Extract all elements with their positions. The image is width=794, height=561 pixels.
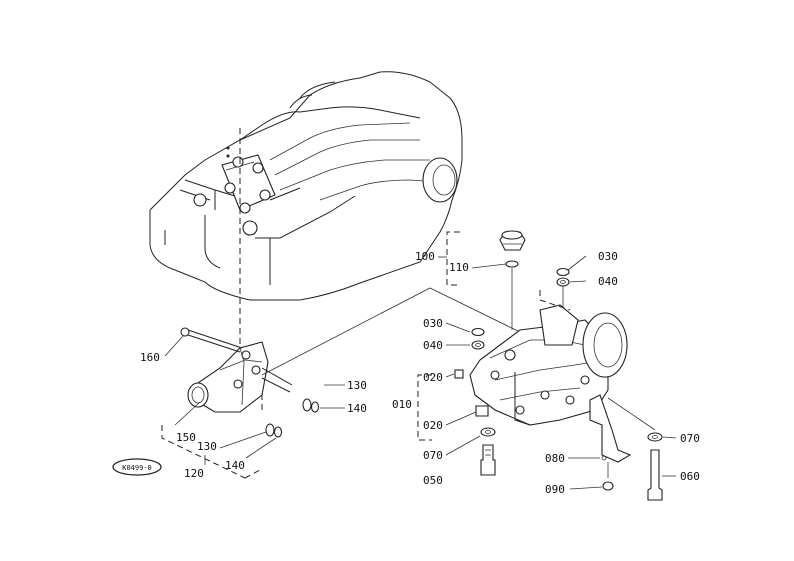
- plugs-020: [454, 369, 489, 417]
- callout-130-left: 130: [197, 440, 217, 453]
- washers-upper: [556, 267, 570, 308]
- left-valve-assembly: [187, 341, 293, 413]
- callout-100: 100: [415, 250, 435, 263]
- connecting-line: [261, 287, 521, 376]
- callout-160: 160: [140, 351, 160, 364]
- callout-070-left: 070: [423, 449, 443, 462]
- fitting-100: [499, 230, 526, 330]
- bolt-160: [180, 327, 243, 353]
- right-pump-assembly: [469, 304, 632, 463]
- seals-left: [265, 398, 320, 438]
- bolt-050: [480, 427, 496, 476]
- callout-060: 060: [680, 470, 700, 483]
- engine-housing: [149, 71, 463, 301]
- callout-020-lower: 020: [423, 419, 443, 432]
- washers-mid: [471, 327, 485, 350]
- bolt-060: [607, 397, 663, 501]
- leader-lines: [164, 255, 677, 490]
- callout-010: 010: [392, 398, 412, 411]
- callout-040-upper: 040: [598, 275, 618, 288]
- callout-020-upper: 020: [423, 371, 443, 384]
- callout-120: 120: [184, 467, 204, 480]
- callout-030-upper: 030: [598, 250, 618, 263]
- callout-080: 080: [545, 452, 565, 465]
- callout-070-right: 070: [680, 432, 700, 445]
- bracket-top-right: [539, 290, 571, 311]
- callout-050: 050: [423, 474, 443, 487]
- callout-140-left: 140: [225, 459, 245, 472]
- figure-stamp-text: K0499-0: [122, 464, 152, 472]
- callouts: 160 150 130 140 120 130 140 100 110 030 …: [140, 250, 700, 496]
- figure-stamp: K0499-0: [112, 458, 162, 476]
- callout-150: 150: [176, 431, 196, 444]
- bracket-120: [161, 425, 246, 479]
- callout-030-mid: 030: [423, 317, 443, 330]
- callout-110: 110: [449, 261, 469, 274]
- callout-140-right: 140: [347, 402, 367, 415]
- bracket-010: [417, 374, 432, 441]
- callout-040-mid: 040: [423, 339, 443, 352]
- bracket-100: [446, 231, 460, 286]
- callout-130-right: 130: [347, 379, 367, 392]
- callout-090: 090: [545, 483, 565, 496]
- screw-090: [602, 462, 614, 491]
